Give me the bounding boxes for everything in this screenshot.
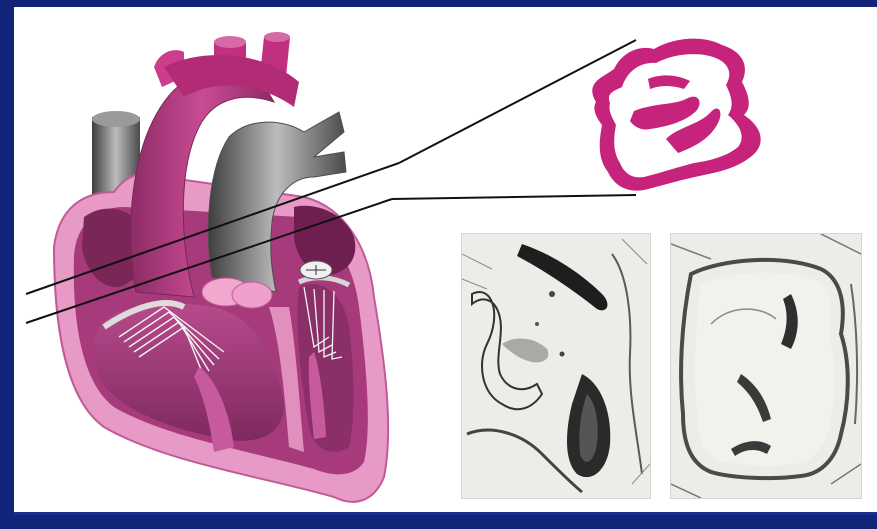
- slide-panel: [14, 7, 877, 515]
- histology-micrograph-right: [671, 234, 861, 498]
- valve-cross-section-outline: [592, 39, 760, 191]
- micrograph-left: [461, 233, 651, 499]
- histology-micrograph-left: [462, 234, 650, 498]
- micrograph-right: [670, 233, 862, 499]
- mitral-valve-view: [300, 261, 332, 279]
